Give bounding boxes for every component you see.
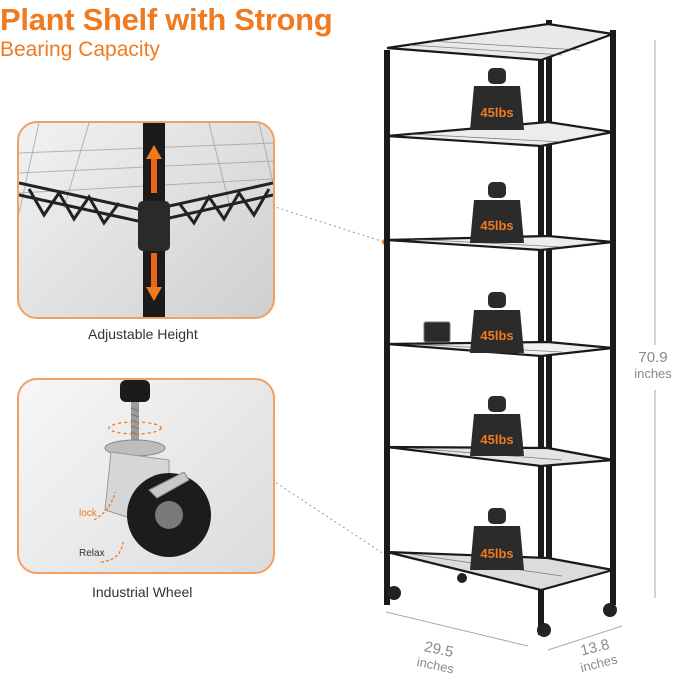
- industrial-wheel-caption: Industrial Wheel: [92, 584, 193, 600]
- weight-label-5: 45lbs: [480, 546, 513, 561]
- industrial-wheel-panel: lock Relax: [17, 378, 275, 574]
- caster-wheel-illustration: [93, 380, 211, 563]
- weight-icon: 45lbs: [470, 68, 524, 130]
- weight-icon: 45lbs: [470, 508, 524, 570]
- height-value: 70.9: [638, 349, 668, 366]
- caster-back-left: [457, 573, 467, 583]
- weight-icon: 45lbs: [470, 292, 524, 353]
- shelf-unit-illustration: 45lbs 45lbs 45lbs 45lbs 45lbs: [384, 20, 617, 637]
- weight-icon: 45lbs: [470, 396, 524, 456]
- front-left-post: [384, 50, 390, 605]
- arrow-down-icon: [146, 287, 162, 301]
- weight-label-3: 45lbs: [480, 328, 513, 343]
- weight-label-4: 45lbs: [480, 432, 513, 447]
- timer-device-icon: [423, 321, 451, 343]
- back-left-post: [546, 20, 552, 580]
- height-dimension: 70.9 inches: [628, 350, 678, 382]
- adjustable-height-caption: Adjustable Height: [88, 326, 198, 342]
- back-right-post: [610, 30, 616, 605]
- weight-label-1: 45lbs: [480, 105, 513, 120]
- lock-label: lock: [79, 508, 97, 519]
- relax-label: Relax: [79, 548, 105, 559]
- caster-back-right: [603, 603, 617, 617]
- caster-front-right: [537, 623, 551, 637]
- arrow-up-icon: [146, 145, 162, 159]
- weight-label-2: 45lbs: [480, 218, 513, 233]
- headline-title: Plant Shelf with Strong: [0, 2, 333, 37]
- height-unit: inches: [634, 366, 672, 381]
- weight-icon: 45lbs: [470, 182, 524, 243]
- pole-closeup-illustration: [19, 123, 273, 317]
- caster-front-left: [387, 586, 401, 600]
- adjustable-height-panel: [17, 121, 275, 319]
- headline-subtitle: Bearing Capacity: [0, 38, 160, 61]
